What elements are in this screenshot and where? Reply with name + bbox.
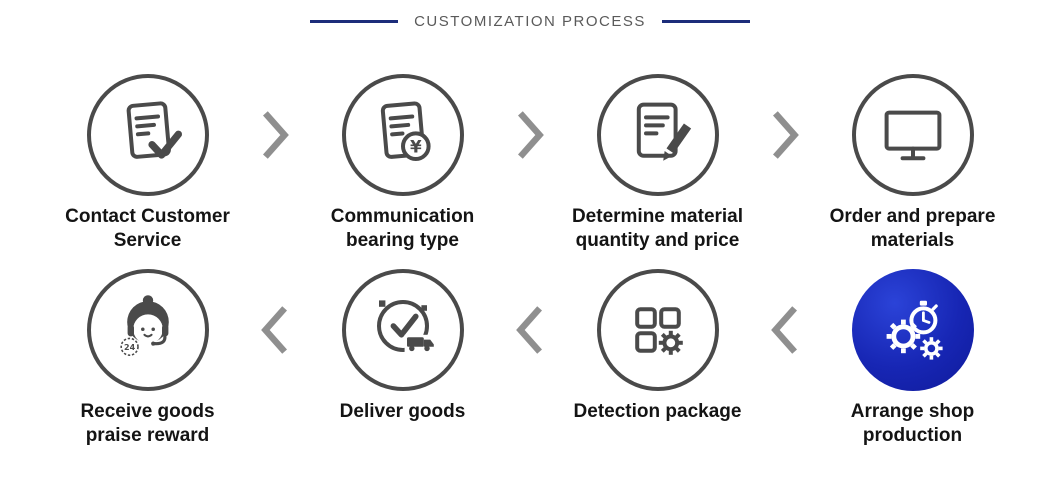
monitor-icon bbox=[884, 110, 941, 161]
small-gear-icon bbox=[919, 337, 943, 360]
document-yen-icon: ¥ bbox=[380, 101, 431, 161]
document-check-icon bbox=[126, 101, 182, 159]
arrow-left bbox=[510, 269, 550, 391]
step-label-line: praise reward bbox=[85, 424, 210, 446]
step-label: Contact Customer Service bbox=[65, 205, 230, 253]
step-circle-highlighted bbox=[851, 268, 974, 391]
step-circle bbox=[851, 74, 974, 196]
gear-icon bbox=[658, 330, 683, 355]
step-label-line: quantity and price bbox=[575, 229, 740, 251]
step-label-line: Order and prepare bbox=[829, 206, 996, 227]
step-label: Order and prepare materials bbox=[830, 205, 996, 253]
step-label-line: Deliver goods bbox=[339, 400, 466, 422]
step-label: Determine material quantity and price bbox=[572, 205, 743, 253]
clock-truck-icon bbox=[376, 299, 435, 354]
arrow-right bbox=[510, 74, 550, 196]
step-circle bbox=[596, 268, 719, 391]
step-label-line: Service bbox=[113, 229, 182, 251]
step-label-line: Contact Customer bbox=[65, 206, 230, 227]
step-label: Arrange shop production bbox=[851, 400, 975, 448]
step-label-line: Receive goods bbox=[80, 400, 215, 422]
process-row-top: Contact Customer Service ¥ bbox=[0, 74, 1060, 253]
step-label: Deliver goods bbox=[340, 400, 466, 424]
step-arrange-shop-production: Arrange shop production bbox=[805, 268, 1020, 448]
step-label-line: Detection package bbox=[573, 400, 742, 422]
diagram-header: CUSTOMIZATION PROCESS bbox=[0, 0, 1060, 30]
step-label-line: Communication bbox=[330, 206, 475, 227]
step-determine-material-quantity-and-price: Determine material quantity and price bbox=[550, 74, 765, 253]
step-contact-customer-service: Contact Customer Service bbox=[40, 74, 255, 253]
yen-symbol: ¥ bbox=[409, 137, 421, 157]
grid-gear-icon bbox=[634, 307, 683, 355]
step-label: Communication bearing type bbox=[331, 205, 475, 253]
badge-24: 24 bbox=[124, 343, 136, 352]
page-title: CUSTOMIZATION PROCESS bbox=[414, 13, 646, 30]
step-circle: 24 bbox=[86, 268, 209, 391]
step-circle: ¥ bbox=[341, 74, 464, 196]
step-label-line: materials bbox=[870, 229, 955, 251]
gear-icon bbox=[886, 319, 920, 354]
step-label-line: bearing type bbox=[346, 229, 459, 251]
step-receive-goods-praise-reward: 24 Receive goods praise reward bbox=[40, 268, 255, 448]
step-circle bbox=[341, 268, 464, 391]
step-label: Receive goods praise reward bbox=[80, 400, 214, 448]
pencil-icon bbox=[662, 123, 691, 161]
step-label: Detection package bbox=[574, 400, 742, 424]
step-communication-bearing-type: ¥ Communication bearing type bbox=[295, 74, 510, 253]
step-detection-package: Detection package bbox=[550, 268, 765, 424]
document-pencil-icon bbox=[636, 102, 691, 161]
step-deliver-goods: Deliver goods bbox=[295, 268, 510, 424]
step-label-line: production bbox=[862, 424, 963, 446]
arrow-right bbox=[765, 74, 805, 196]
gears-stopwatch-icon bbox=[886, 300, 943, 360]
step-circle bbox=[596, 74, 719, 196]
arrow-left bbox=[255, 269, 295, 391]
process-row-bottom: 24 Receive goods praise reward bbox=[0, 268, 1060, 448]
header-rule-right bbox=[661, 20, 750, 23]
arrow-right bbox=[255, 74, 295, 196]
header-rule-left bbox=[310, 20, 399, 23]
arrow-left bbox=[765, 269, 805, 391]
step-circle bbox=[86, 74, 209, 196]
step-order-and-prepare-materials: Order and prepare materials bbox=[805, 74, 1020, 253]
stopwatch-icon bbox=[908, 300, 938, 335]
step-label-line: Determine material bbox=[571, 206, 744, 227]
support-agent-icon: 24 bbox=[119, 295, 169, 356]
step-label-line: Arrange shop bbox=[850, 400, 975, 422]
